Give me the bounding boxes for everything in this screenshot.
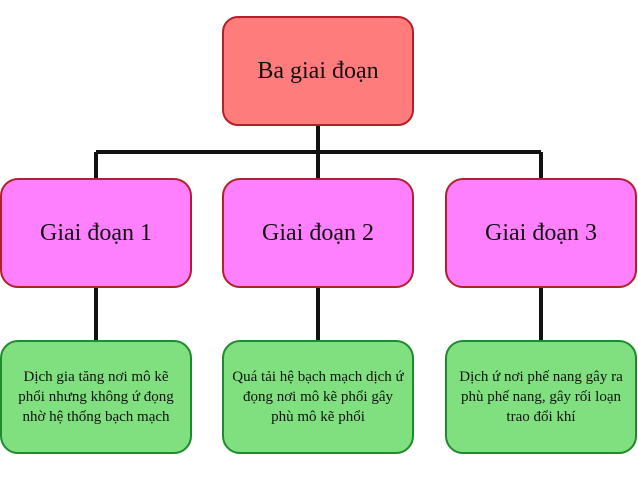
- stage-1-node: Giai đoạn 1: [0, 178, 192, 288]
- stage-3-description: Dịch ứ nơi phế nang gây ra phù phế nang,…: [445, 340, 637, 454]
- stage-3-node: Giai đoạn 3: [445, 178, 637, 288]
- root-label: Ba giai đoạn: [257, 57, 379, 84]
- stage-1-description-text: Dịch gia tăng nơi mô kẽ phổi nhưng không…: [18, 369, 174, 425]
- stage-2-description-text: Quá tải hệ bạch mạch dịch ứ đọng nơi mô …: [232, 369, 404, 425]
- stage-2-label: Giai đoạn 2: [262, 219, 374, 246]
- root-node: Ba giai đoạn: [222, 16, 414, 126]
- stage-1-label: Giai đoạn 1: [40, 219, 152, 246]
- stage-3-label: Giai đoạn 3: [485, 219, 597, 246]
- stage-3-description-text: Dịch ứ nơi phế nang gây ra phù phế nang,…: [459, 369, 623, 425]
- stage-2-description: Quá tải hệ bạch mạch dịch ứ đọng nơi mô …: [222, 340, 414, 454]
- stage-1-description: Dịch gia tăng nơi mô kẽ phổi nhưng không…: [0, 340, 192, 454]
- stage-2-node: Giai đoạn 2: [222, 178, 414, 288]
